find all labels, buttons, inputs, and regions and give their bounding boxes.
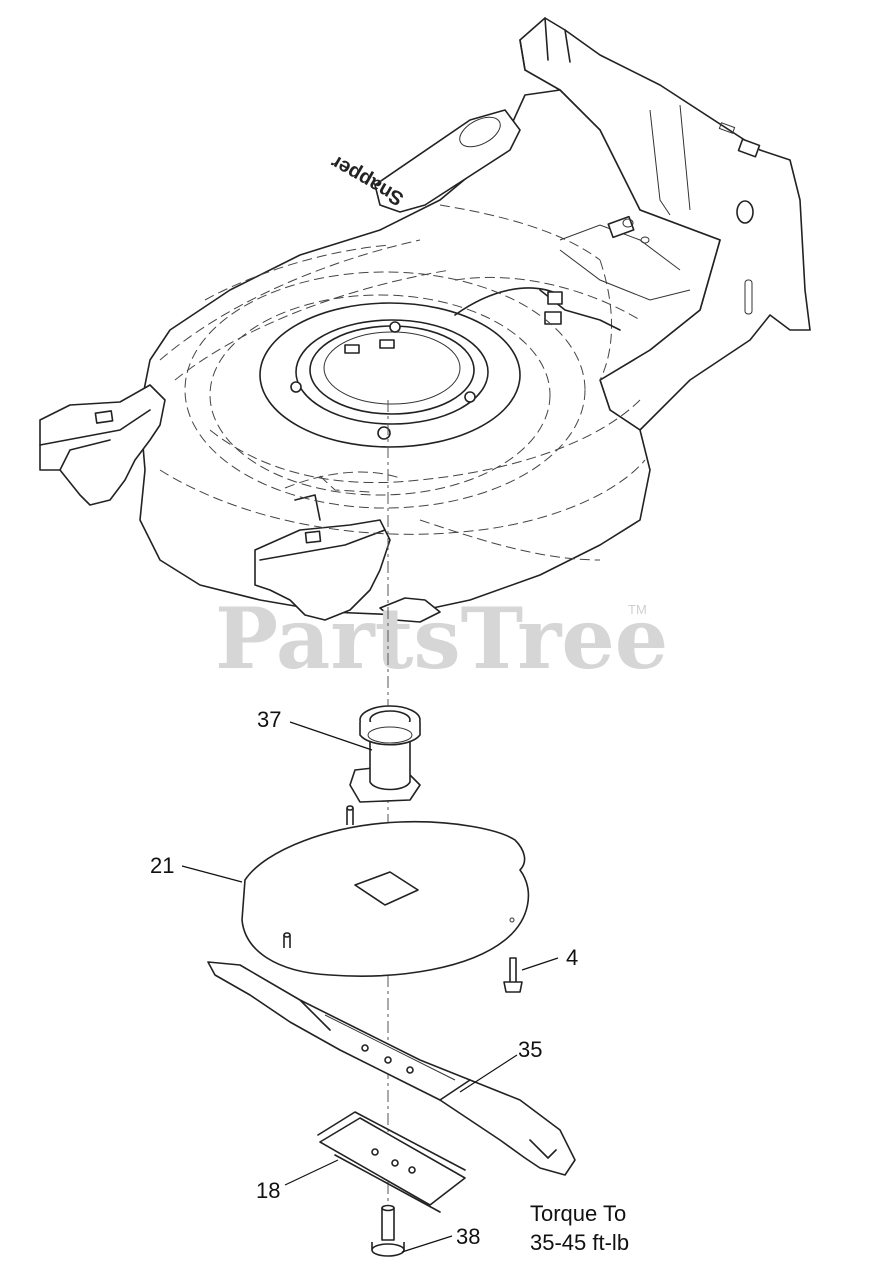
blade-bolt-part [371, 1204, 405, 1257]
screw-part [503, 957, 523, 993]
mower-deck-housing: Snapper [39, 17, 811, 623]
callout-18: 18 [256, 1178, 280, 1203]
leader-38 [401, 1235, 453, 1253]
watermark-text: PartsTree [215, 589, 668, 688]
blade-stiffener-part [317, 1111, 466, 1213]
callout-4: 4 [566, 945, 578, 970]
blade-baffle-plate-part [241, 805, 530, 977]
mower-blade-part [207, 961, 576, 1176]
torque-note-line2: 35-45 ft-lb [530, 1230, 629, 1255]
leader-21 [181, 865, 243, 883]
leader-37 [289, 721, 373, 751]
leader-35 [459, 1054, 518, 1093]
torque-note: Torque To 35-45 ft-lb [530, 1201, 629, 1255]
callout-35: 35 [518, 1037, 542, 1062]
leader-18 [284, 1159, 339, 1186]
watermark: PartsTree TM [215, 589, 668, 688]
callout-37: 37 [257, 707, 281, 732]
callout-38: 38 [456, 1224, 480, 1249]
callout-21: 21 [150, 853, 174, 878]
watermark-trademark: TM [628, 602, 647, 617]
leader-4 [521, 957, 559, 971]
blade-adapter-part [349, 705, 421, 803]
torque-note-line1: Torque To [530, 1201, 626, 1226]
